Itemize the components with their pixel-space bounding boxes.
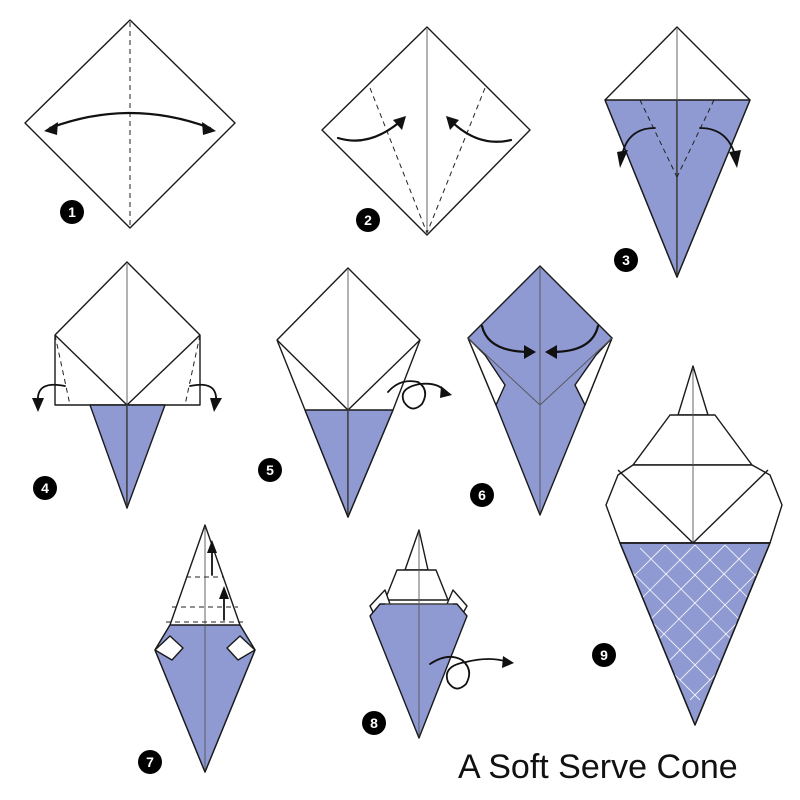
step-3-number: 3 (622, 252, 630, 268)
step-3-diagram (604, 26, 751, 278)
diagram-title: A Soft Serve Cone (458, 748, 738, 786)
step-2-number: 2 (364, 212, 372, 228)
step-2-diagram (321, 26, 531, 236)
step-3-badge: 3 (614, 248, 638, 272)
step-4-badge: 4 (33, 476, 57, 500)
step-9-number: 9 (600, 647, 608, 663)
step-7-number: 7 (146, 754, 154, 770)
step-7-badge: 7 (138, 750, 162, 774)
step-1-number: 1 (68, 204, 76, 220)
step-2-badge: 2 (356, 208, 380, 232)
step-8-number: 8 (370, 715, 378, 731)
step-8-badge: 8 (362, 711, 386, 735)
step-1-badge: 1 (60, 200, 84, 224)
step-5-badge: 5 (258, 458, 282, 482)
step-1-diagram (24, 19, 236, 229)
step-9-badge: 9 (592, 643, 616, 667)
step-9-diagram (605, 365, 783, 726)
step-4-number: 4 (41, 480, 49, 496)
step-7-diagram (154, 524, 256, 773)
step-4-diagram (32, 261, 222, 509)
step-6-number: 6 (478, 487, 486, 503)
step-5-diagram (276, 267, 452, 518)
step-6-badge: 6 (470, 483, 494, 507)
step-5-number: 5 (266, 462, 274, 478)
step-6-diagram (467, 265, 613, 516)
step-8-diagram (369, 529, 514, 739)
